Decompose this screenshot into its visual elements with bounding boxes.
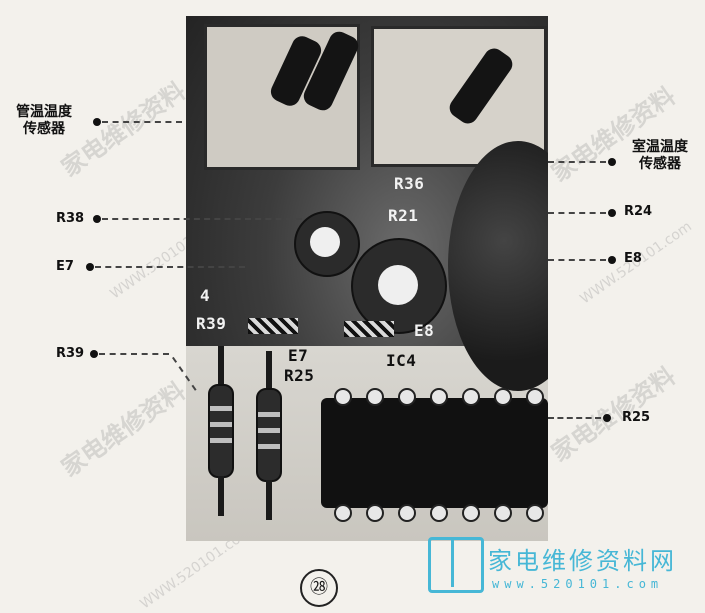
- ic-pin: [334, 388, 352, 406]
- callout-pipe-sensor-line1: 管温温度: [16, 104, 72, 120]
- ic-pin: [334, 504, 352, 522]
- watermark-text: 家电维修资料: [56, 376, 191, 483]
- callout-leader: [548, 161, 606, 163]
- silk-r36: R36: [394, 174, 425, 193]
- ic-pin: [462, 388, 480, 406]
- callout-r25: R25: [622, 410, 651, 425]
- callout-leader: [548, 259, 606, 261]
- callout-dot: [608, 209, 616, 217]
- callout-leader: [102, 121, 182, 123]
- callout-leader: [95, 266, 245, 268]
- ic-pin: [430, 388, 448, 406]
- callout-leader: [99, 353, 169, 355]
- callout-dot: [603, 414, 611, 422]
- callout-dot: [93, 215, 101, 223]
- ic-pin: [398, 388, 416, 406]
- ic-pin: [366, 388, 384, 406]
- callout-room-sensor-line1: 室温温度: [632, 139, 688, 155]
- callout-dot: [608, 158, 616, 166]
- callout-e8: E8: [624, 251, 642, 266]
- ic-pin: [494, 388, 512, 406]
- trimmer-e8: [351, 238, 447, 334]
- site-logo: 家电维修资料网 www.520101.com: [428, 537, 698, 603]
- callout-r24: R24: [624, 204, 653, 219]
- callout-dot: [608, 256, 616, 264]
- ic-pin: [398, 504, 416, 522]
- silk-ic4: IC4: [386, 351, 417, 370]
- watermark-text: 家电维修资料: [546, 361, 681, 468]
- callout-r38: R38: [56, 211, 85, 226]
- resistor-lead: [218, 476, 224, 516]
- callout-leader: [548, 212, 606, 214]
- logo-mark-icon: [428, 537, 484, 593]
- ic4-chip: [321, 398, 548, 508]
- callout-leader: [102, 218, 302, 220]
- silk-hatch: [248, 318, 298, 334]
- callout-e7: E7: [56, 259, 74, 274]
- callout-dot: [93, 118, 101, 126]
- silk-4: 4: [200, 286, 211, 305]
- callout-pipe-sensor-line2: 传感器: [23, 121, 65, 137]
- resistor-r39: [208, 384, 234, 478]
- silk-r21: R21: [388, 206, 419, 225]
- resistor-r25: [256, 388, 282, 482]
- ic-pin: [526, 388, 544, 406]
- trimmer-e7: [294, 211, 360, 277]
- ic-pin: [366, 504, 384, 522]
- callout-r39: R39: [56, 346, 85, 361]
- resistor-lead: [266, 351, 272, 391]
- silk-hatch: [344, 321, 394, 337]
- logo-name: 家电维修资料网: [488, 547, 677, 575]
- circuit-board-photo: R36 R21 4 R39 E8 E7 R25 IC4: [186, 16, 548, 541]
- callout-leader: [548, 417, 601, 419]
- silk-e8: E8: [414, 321, 435, 340]
- resistor-lead: [218, 346, 224, 386]
- resistor-lead: [266, 480, 272, 520]
- silk-e7: E7: [288, 346, 309, 365]
- ic-pin: [462, 504, 480, 522]
- ic-pin: [430, 504, 448, 522]
- callout-dot: [86, 263, 94, 271]
- logo-url: www.520101.com: [492, 577, 664, 591]
- silk-r39: R39: [196, 314, 227, 333]
- callout-dot: [90, 350, 98, 358]
- ic-pin: [494, 504, 512, 522]
- callout-room-sensor: 室温温度 传感器: [620, 139, 700, 173]
- callout-room-sensor-line2: 传感器: [639, 156, 681, 172]
- silk-r25: R25: [284, 366, 315, 385]
- callout-pipe-sensor: 管温温度 传感器: [4, 104, 84, 138]
- figure-number: ㉘: [300, 569, 338, 607]
- ic-pin: [526, 504, 544, 522]
